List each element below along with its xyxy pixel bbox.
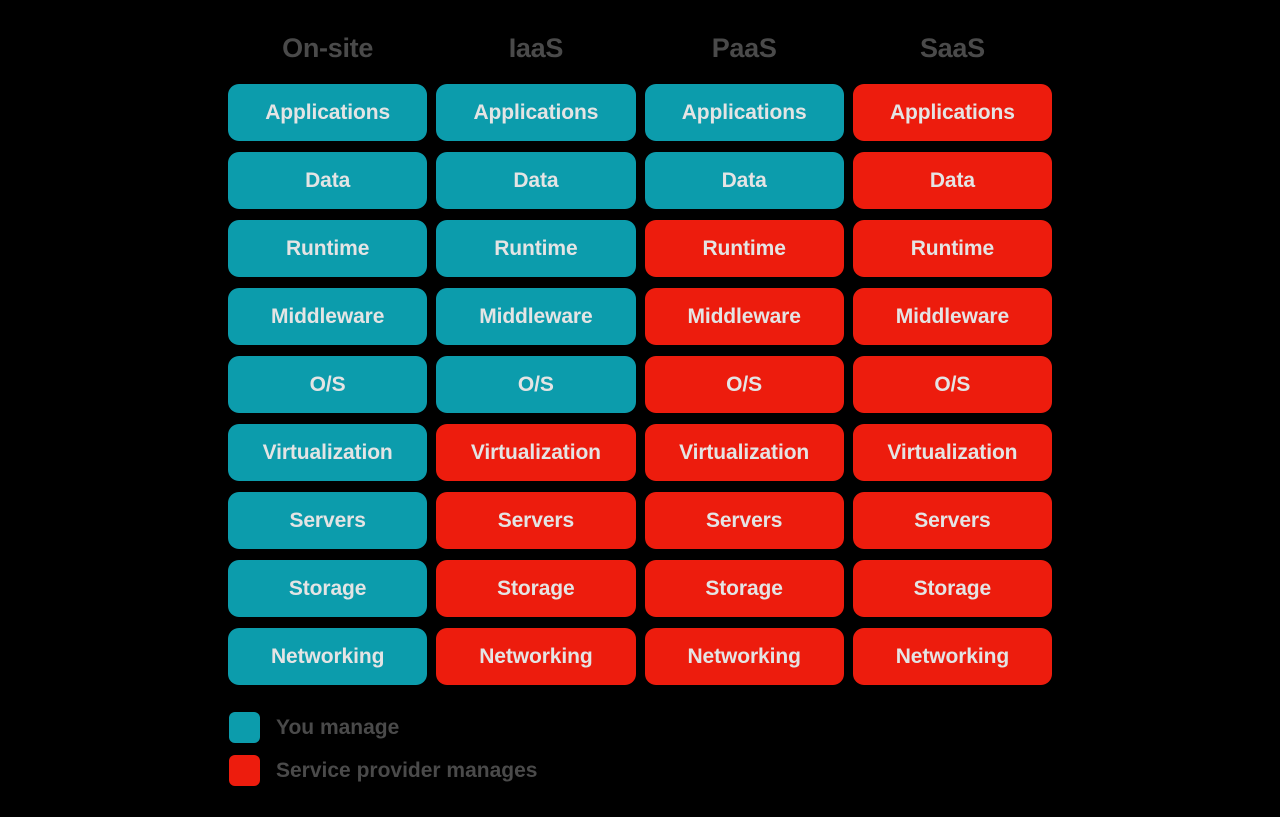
matrix-cell-label: Servers — [914, 509, 991, 532]
matrix-row: Data Data Data Data — [228, 152, 1052, 209]
matrix-cell: Servers — [228, 492, 428, 549]
matrix-cell: Servers — [436, 492, 636, 549]
matrix-cell: Virtualization — [852, 424, 1052, 481]
matrix-cell: Runtime — [228, 220, 428, 277]
matrix-cell: Data — [436, 152, 636, 209]
matrix-row: Virtualization Virtualization Virtualizati… — [228, 424, 1052, 481]
matrix-cell: Applications — [436, 84, 636, 141]
matrix-row: Networking Networking Networking Networking — [228, 628, 1052, 685]
matrix-cell: Runtime — [436, 220, 636, 277]
matrix-cell-label: Middleware — [687, 305, 801, 328]
legend-label-you-manage: You manage — [276, 716, 400, 739]
matrix-cell: Virtualization — [228, 424, 428, 481]
matrix-cell-label: Applications — [265, 101, 391, 124]
matrix-cell-label: Networking — [687, 645, 801, 668]
matrix-cell-label: Virtualization — [470, 441, 601, 464]
matrix-cell-label: Storage — [705, 577, 783, 600]
matrix-cell: Storage — [228, 560, 428, 617]
matrix-cell-label: Data — [929, 169, 975, 192]
matrix-row: O/S O/S O/S O/S — [228, 356, 1052, 413]
matrix-cell: O/S — [852, 356, 1052, 413]
matrix-cell: Middleware — [436, 288, 636, 345]
matrix-cell-label: Applications — [473, 101, 599, 124]
matrix-cell-label: O/S — [934, 373, 971, 396]
matrix-cell-label: Runtime — [702, 237, 786, 260]
matrix-cell: Storage — [644, 560, 844, 617]
matrix-cell-label: O/S — [309, 373, 346, 396]
column-header-iaas: IaaS — [508, 32, 564, 63]
matrix-cell: Applications — [228, 84, 428, 141]
matrix-cell: Middleware — [644, 288, 844, 345]
legend-item-you-manage: You manage — [229, 712, 537, 743]
legend-label-provider-manages: Service provider manages — [276, 759, 538, 782]
matrix-cell-label: Virtualization — [262, 441, 393, 464]
matrix-cell: Storage — [852, 560, 1052, 617]
matrix-cell: Servers — [644, 492, 844, 549]
matrix-cell-label: Servers — [705, 509, 783, 532]
matrix-body: Applications Applications Applications Appl… — [228, 84, 1052, 685]
matrix-cell: O/S — [436, 356, 636, 413]
matrix-cell-label: Networking — [270, 645, 385, 668]
matrix-cell-label: Runtime — [285, 237, 370, 260]
matrix-cell-label: Servers — [497, 509, 575, 532]
column-header-on-site: On-site — [282, 32, 374, 63]
matrix-cell-label: Virtualization — [679, 441, 810, 464]
matrix-cell-label: Data — [305, 169, 351, 192]
matrix-cell: Storage — [436, 560, 636, 617]
matrix-cell: Applications — [644, 84, 844, 141]
matrix-cell: Networking — [436, 628, 636, 685]
matrix-cell-label: Runtime — [910, 237, 995, 260]
matrix-cell: Virtualization — [644, 424, 844, 481]
matrix-cell-label: Data — [513, 169, 559, 192]
legend-item-provider-manages: Service provider manages — [229, 755, 537, 786]
legend: You manage Service provider manages — [229, 712, 537, 786]
matrix-cell-label: Networking — [895, 645, 1010, 668]
matrix-cell-label: Storage — [497, 577, 575, 600]
matrix-cell-label: O/S — [517, 373, 554, 396]
matrix-cell: Middleware — [852, 288, 1052, 345]
matrix-cell: Runtime — [644, 220, 844, 277]
legend-swatch-provider-manages — [229, 755, 260, 786]
column-header-paas: PaaS — [711, 32, 777, 63]
matrix-row: Runtime Runtime Runtime Runtime — [228, 220, 1052, 277]
matrix-cell-label: Storage — [288, 577, 367, 600]
matrix-row: Middleware Middleware Middleware Middleware — [228, 288, 1052, 345]
matrix-cell: Networking — [852, 628, 1052, 685]
column-header-row: On-site IaaS PaaS SaaS — [228, 24, 1052, 72]
matrix-cell-label: Middleware — [270, 305, 385, 328]
matrix-cell-label: Runtime — [494, 237, 578, 260]
matrix-cell: Data — [852, 152, 1052, 209]
column-header-saas: SaaS — [919, 32, 985, 63]
matrix-cell-label: Applications — [889, 101, 1015, 124]
matrix-cell-label: O/S — [726, 373, 763, 396]
matrix-cell-label: Networking — [479, 645, 593, 668]
matrix-cell-label: Data — [721, 169, 767, 192]
matrix-cell: Data — [644, 152, 844, 209]
matrix-cell: Runtime — [852, 220, 1052, 277]
matrix-row: Storage Storage Storage Storage — [228, 560, 1052, 617]
legend-swatch-you-manage — [229, 712, 260, 743]
matrix-cell: Virtualization — [436, 424, 636, 481]
matrix-cell: Servers — [852, 492, 1052, 549]
matrix-cell-label: Middleware — [479, 305, 593, 328]
matrix-cell: Applications — [852, 84, 1052, 141]
matrix-cell-label: Storage — [913, 577, 992, 600]
matrix-cell: Middleware — [228, 288, 428, 345]
matrix-cell: Networking — [644, 628, 844, 685]
matrix-cell-label: Virtualization — [887, 441, 1018, 464]
matrix-row: Servers Servers Servers Servers — [228, 492, 1052, 549]
matrix-cell-label: Middleware — [895, 305, 1010, 328]
matrix-cell: O/S — [644, 356, 844, 413]
matrix-cell: Data — [228, 152, 428, 209]
matrix-cell-label: Applications — [681, 101, 807, 124]
matrix-cell-label: Servers — [289, 509, 366, 532]
matrix-cell: Networking — [228, 628, 428, 685]
matrix-cell: O/S — [228, 356, 428, 413]
matrix-row: Applications Applications Applications Appl… — [228, 84, 1052, 141]
